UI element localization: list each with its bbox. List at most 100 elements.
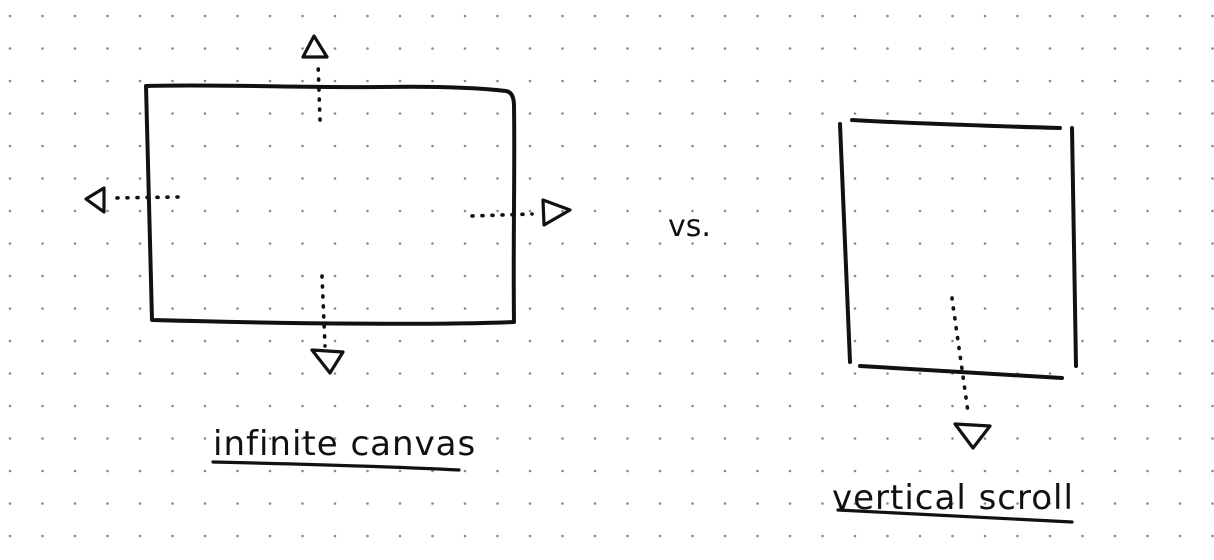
grid-dot <box>723 242 727 245</box>
grid-dot <box>853 47 857 50</box>
grid-dot <box>1146 144 1149 148</box>
grid-dot <box>788 79 792 83</box>
grid-dot <box>106 372 109 375</box>
grid-dot <box>138 469 142 473</box>
grid-dot <box>756 502 759 505</box>
grid-dot <box>593 274 597 278</box>
grid-dot <box>788 144 792 148</box>
grid-dot <box>8 534 12 538</box>
grid-dot <box>463 534 467 538</box>
grid-dot <box>236 534 239 538</box>
grid-dot <box>1048 404 1052 408</box>
grid-dot <box>496 502 499 505</box>
grid-dot <box>1146 404 1149 408</box>
grid-dot <box>268 274 272 278</box>
grid-dot <box>171 502 174 505</box>
grid-dot <box>1113 79 1117 83</box>
grid-dot <box>853 534 857 538</box>
grid-dot <box>73 372 77 375</box>
grid-dot <box>983 14 987 18</box>
grid-dot <box>1146 534 1149 538</box>
grid-dot <box>41 242 44 245</box>
grid-dot <box>268 112 272 115</box>
grid-dot <box>918 79 922 83</box>
grid-dot <box>1016 79 1019 83</box>
grid-dot <box>1081 372 1084 375</box>
grid-dot <box>398 437 402 440</box>
grid-dot <box>171 177 174 180</box>
grid-dot <box>1113 112 1117 115</box>
grid-dot <box>138 404 142 408</box>
grid-dot <box>1113 372 1117 375</box>
grid-dot <box>431 14 434 18</box>
grid-dot <box>1178 469 1182 473</box>
grid-dot <box>301 469 304 473</box>
grid-dot <box>821 47 824 50</box>
grid-dot <box>821 242 824 245</box>
grid-dot <box>1146 469 1149 473</box>
grid-dot <box>398 112 402 115</box>
versus-label: vs. <box>668 209 711 244</box>
grid-dot <box>528 14 532 18</box>
grid-dot <box>1081 469 1084 473</box>
grid-dot <box>886 14 889 18</box>
grid-dot <box>1048 242 1052 245</box>
grid-dot <box>431 47 434 50</box>
grid-dot <box>268 144 272 148</box>
grid-dot <box>658 47 662 50</box>
grid-dot <box>1016 242 1019 245</box>
grid-dot <box>463 372 467 375</box>
grid-dot <box>1146 339 1149 343</box>
grid-dot <box>756 112 759 115</box>
grid-dot <box>1016 47 1019 50</box>
grid-dot <box>561 242 564 245</box>
grid-dot <box>1178 307 1182 310</box>
grid-dot <box>626 372 629 375</box>
grid-dot <box>1048 144 1052 148</box>
grid-dot <box>8 372 12 375</box>
grid-dot <box>496 274 499 278</box>
grid-dot <box>366 242 369 245</box>
grid-dot <box>138 274 142 278</box>
grid-dot <box>821 209 824 213</box>
grid-dot <box>1016 534 1019 538</box>
grid-dot <box>723 177 727 180</box>
vertical-scroll-frame-bottom <box>858 364 1064 380</box>
grid-dot <box>1113 469 1117 473</box>
grid-dot <box>918 339 922 343</box>
grid-dot <box>593 502 597 505</box>
grid-dot <box>886 177 889 180</box>
grid-dot <box>398 144 402 148</box>
grid-dot <box>983 404 987 408</box>
grid-dot <box>691 177 694 180</box>
grid-dot <box>723 437 727 440</box>
grid-dot <box>268 372 272 375</box>
grid-dot <box>626 242 629 245</box>
grid-dot <box>8 112 12 115</box>
grid-dot <box>463 14 467 18</box>
grid-dot <box>593 404 597 408</box>
grid-dot <box>171 404 174 408</box>
grid-dot <box>301 534 304 538</box>
grid-dot <box>398 14 402 18</box>
grid-dot <box>528 339 532 343</box>
grid-dot <box>1211 307 1214 310</box>
grid-dot <box>268 534 272 538</box>
grid-dot <box>528 502 532 505</box>
grid-dot <box>853 242 857 245</box>
grid-dot <box>853 469 857 473</box>
grid-dot <box>171 79 174 83</box>
grid-dot <box>1048 112 1052 115</box>
grid-dot <box>626 437 629 440</box>
grid-dot <box>203 534 207 538</box>
grid-dot <box>691 372 694 375</box>
grid-dot <box>496 209 499 213</box>
grid-dot <box>73 14 77 18</box>
grid-dot <box>41 437 44 440</box>
grid-dot <box>723 209 727 213</box>
grid-dot <box>301 372 304 375</box>
grid-dot <box>691 534 694 538</box>
grid-dot <box>366 404 369 408</box>
grid-dot <box>366 209 369 213</box>
grid-dot <box>203 79 207 83</box>
